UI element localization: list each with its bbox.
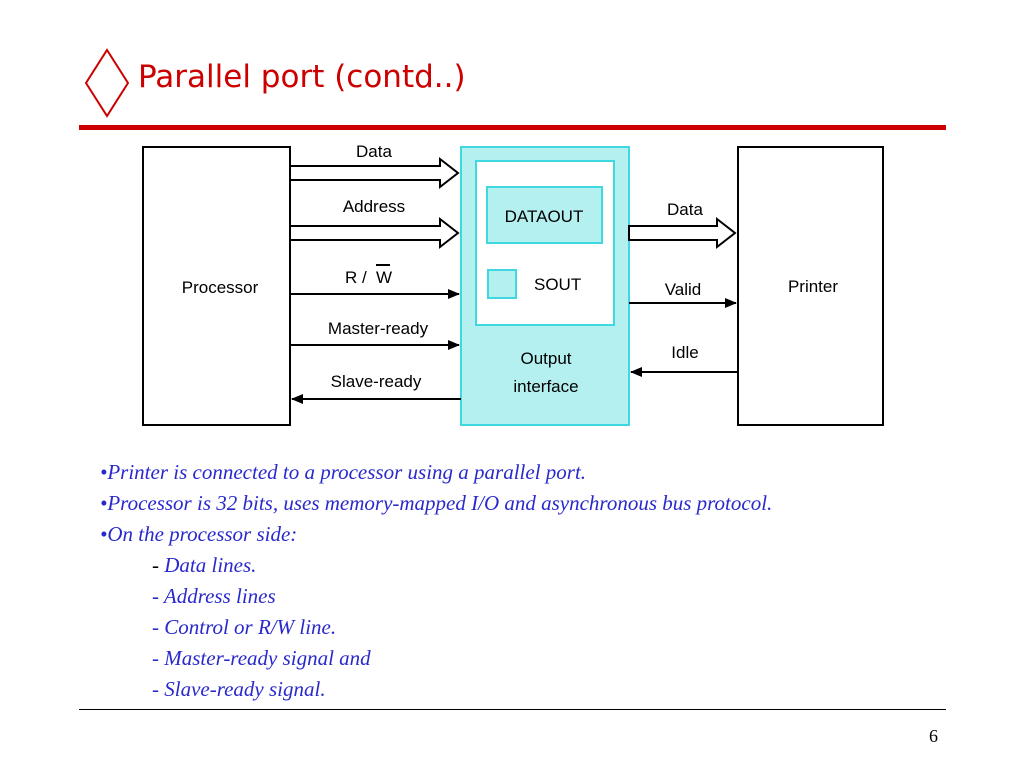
rw-r-label: R [345,268,357,287]
rw-slash-label: / [362,268,367,287]
master-ready-label: Master-ready [328,319,429,338]
processor-address-bus: Address [289,197,460,250]
output-interface-block: DATAOUT SOUT Output interface [460,146,630,426]
rw-line: R / W [290,264,460,299]
sub-item: - Control or R/W line. [152,615,337,639]
sub-item-text: Data lines. [164,553,257,577]
printer-data-label: Data [667,200,703,219]
processor-label: Processor [182,278,259,297]
title-divider [79,125,946,130]
processor-data-label: Data [356,142,392,161]
slave-ready-label: Slave-ready [331,372,422,391]
interface-label-line2: interface [513,377,578,396]
bullet-item: •Processor is 32 bits, uses memory-mappe… [100,491,773,515]
page-number: 6 [929,726,938,746]
bullet-list: •Printer is connected to a processor usi… [100,457,980,705]
sub-item: - Slave-ready signal. [152,677,326,701]
processor-data-bus: Data [289,142,460,190]
sout-label: SOUT [534,275,581,294]
dataout-label: DATAOUT [505,207,584,226]
printer-block: Printer [737,146,884,426]
slide-title: Parallel port (contd..) [138,59,466,95]
slave-ready-line: Slave-ready [291,372,461,404]
sub-item: - Address lines [152,584,276,608]
parallel-port-diagram: Processor Printer DATAOUT SOUT Output in… [142,142,884,426]
interface-label-line1: Output [520,349,571,368]
processor-address-label: Address [343,197,405,216]
sout-register [487,269,517,299]
idle-label: Idle [671,343,698,362]
master-ready-line: Master-ready [290,319,460,350]
rw-w-label: W [376,268,392,287]
dataout-register [486,186,603,244]
sub-item: - Data lines. [100,550,980,581]
sub-item-dash: - [152,553,159,577]
diamond-bullet-icon [84,48,130,118]
bullet-item: •Printer is connected to a processor usi… [100,460,587,484]
printer-label: Printer [788,277,838,296]
bullet-item: •On the processor side: [100,522,298,546]
printer-data-bus: Data [628,200,737,250]
idle-line: Idle [630,343,738,377]
processor-block: Processor [142,146,291,426]
sub-item: - Master-ready signal and [152,646,371,670]
valid-label: Valid [665,280,702,299]
footer-divider [79,709,946,710]
valid-line: Valid [629,280,737,308]
